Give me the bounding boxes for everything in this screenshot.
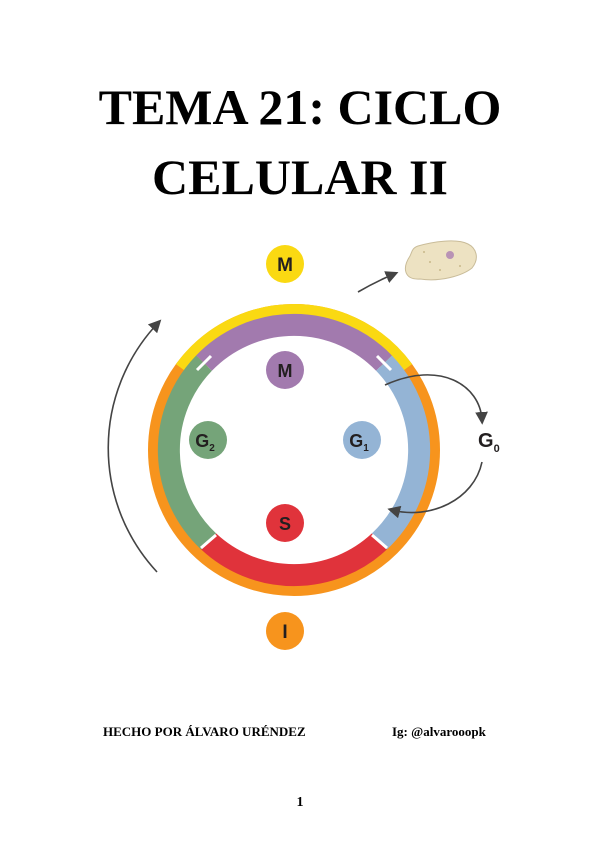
outer-i-label: I	[282, 622, 287, 643]
g1-label: G	[349, 431, 363, 451]
s-badge: S	[266, 504, 304, 542]
outer-i-badge: I	[266, 612, 304, 650]
svg-text:G0: G0	[478, 430, 500, 455]
inner-m-label: M	[278, 361, 293, 381]
inner-m-segment	[196, 313, 392, 371]
cell-illustration	[404, 240, 477, 281]
instagram-handle: Ig: @alvarooopk	[392, 724, 486, 739]
g0-to-g1-arrow	[387, 461, 483, 519]
title-line-1: TEMA 21: CICLO	[98, 79, 502, 135]
cell-cycle-diagram: M I M G2 G1 S G0	[107, 240, 500, 650]
title-line-2: CELULAR II	[152, 149, 448, 205]
outer-m-badge: M	[266, 245, 304, 283]
cycle-direction-arrow	[107, 319, 162, 573]
g0-subscript: 0	[494, 443, 500, 455]
g2-subscript: 2	[209, 443, 215, 454]
page-number: 1	[296, 795, 304, 810]
g2-label: G	[195, 431, 209, 451]
s-label: S	[279, 514, 291, 534]
g1-badge: G1	[343, 421, 381, 459]
page-title: TEMA 21: CICLO CELULAR II	[0, 72, 600, 212]
g1-to-g0-arrow	[384, 374, 488, 425]
author-credit: HECHO POR ÁLVARO URÉNDEZ	[103, 724, 306, 739]
inner-m-badge: M	[266, 351, 304, 389]
g0-label: G	[478, 430, 494, 452]
inner-g2-segment	[157, 355, 217, 550]
exit-to-cell-arrow	[357, 271, 399, 293]
inner-ring-separators	[195, 354, 393, 550]
g2-badge: G2	[189, 421, 227, 459]
inner-s-segment	[201, 533, 387, 587]
inner-g1-segment	[371, 355, 431, 550]
svg-text:G1: G1	[349, 431, 369, 454]
svg-text:G2: G2	[195, 431, 215, 454]
g1-subscript: 1	[363, 443, 369, 454]
outer-m-label: M	[277, 255, 293, 276]
